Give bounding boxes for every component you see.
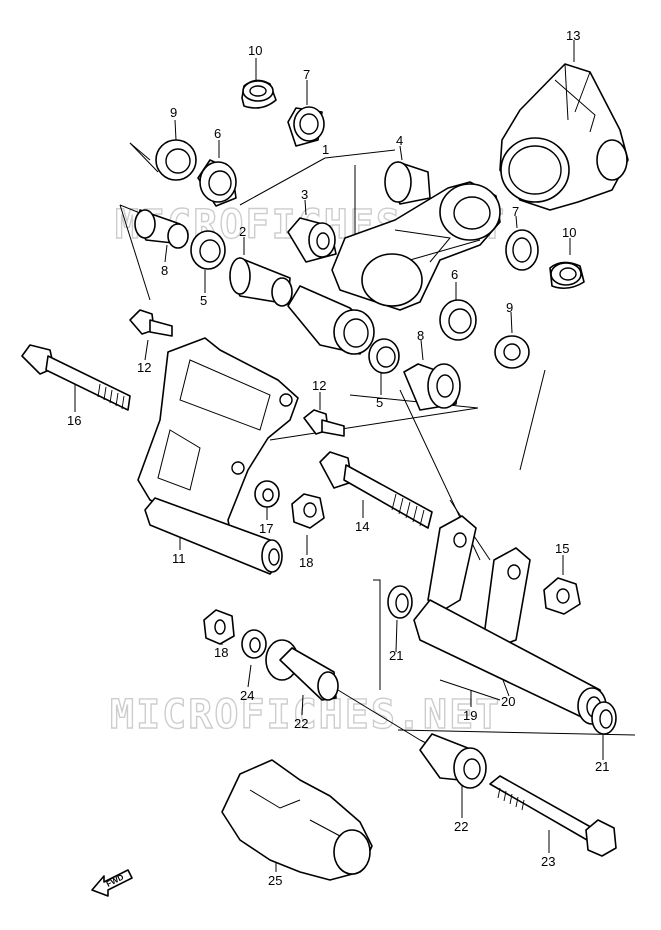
part-8-collar-left [134,209,189,249]
part-23-bolt [489,775,617,857]
callout-10b: 10 [562,225,576,240]
callout-3: 3 [301,187,308,202]
callout-21a: 21 [389,648,403,663]
callout-15: 15 [555,541,569,556]
callout-8a: 8 [161,263,168,278]
part-15-nut [543,577,581,615]
callout-9a: 9 [170,105,177,120]
callout-4: 4 [396,133,403,148]
part-7-bearing-left [287,106,325,147]
callout-25: 25 [268,873,282,888]
callout-23: 23 [541,854,555,869]
callout-21b: 21 [595,759,609,774]
callout-18b: 18 [214,645,228,660]
callout-24: 24 [240,688,254,703]
leader-lines [74,40,636,872]
part-17-washer [254,480,280,508]
callout-12a: 12 [137,360,151,375]
callout-10a: 10 [248,43,262,58]
part-25-housing [221,759,373,881]
part-14-bolt [319,451,433,529]
callout-12b: 12 [312,378,326,393]
part-3-bushing [287,217,337,263]
callout-22a: 22 [294,716,308,731]
callout-16: 16 [67,413,81,428]
callout-1: 1 [322,142,329,157]
part-6-bearing-right [439,299,477,341]
part-1-lower-barrel [287,285,375,355]
part-13-rear-cover [499,63,629,211]
part-1-cushion-lever [331,181,501,311]
part-12-bolt-right [303,409,345,437]
part-2-spacer [229,257,293,307]
part-19-20-cushion-rod [413,515,609,725]
part-10-cap-left [241,79,277,109]
callout-7a: 7 [303,67,310,82]
part-22-collar-left [265,639,339,701]
callout-2: 2 [239,224,246,239]
callout-6b: 6 [451,267,458,282]
part-11-bracket [137,337,299,575]
part-8-collar-right [403,363,461,411]
callout-8b: 8 [417,328,424,343]
callout-labels: 1 2 3 4 5 5 6 6 7 7 8 8 9 9 10 10 11 12 … [67,28,609,888]
part-21-washer-left [387,585,413,619]
callout-17: 17 [259,521,273,536]
part-4-bushing [384,161,431,205]
part-10-cap-right [549,261,585,290]
part-16-long-bolt [21,344,131,411]
callout-11: 11 [172,551,186,566]
part-5-bearing-left [190,230,226,270]
callout-7b: 7 [512,204,519,219]
part-22-collar-right [419,733,487,789]
callout-5a: 5 [200,293,207,308]
callout-19: 19 [463,708,477,723]
part-12-bolt-left [129,309,173,337]
callout-14: 14 [355,519,369,534]
callout-5b: 5 [376,395,383,410]
callout-6a: 6 [214,126,221,141]
part-21-washer-right [591,701,617,735]
part-9-seal-left [155,139,197,181]
fwd-arrow-icon: FWD [91,869,133,897]
part-7-bearing-right [505,229,539,271]
callout-18a: 18 [299,555,313,570]
callout-9b: 9 [506,300,513,315]
callout-13: 13 [566,28,580,43]
part-18-nut-lower [203,609,235,645]
part-24-washer [241,629,267,659]
part-9-seal-right [494,335,530,369]
part-6-bearing-left [197,159,237,207]
part-5-bearing-right [368,338,400,374]
callout-22b: 22 [454,819,468,834]
callout-20: 20 [501,694,515,709]
part-18-nut-upper [291,493,325,529]
